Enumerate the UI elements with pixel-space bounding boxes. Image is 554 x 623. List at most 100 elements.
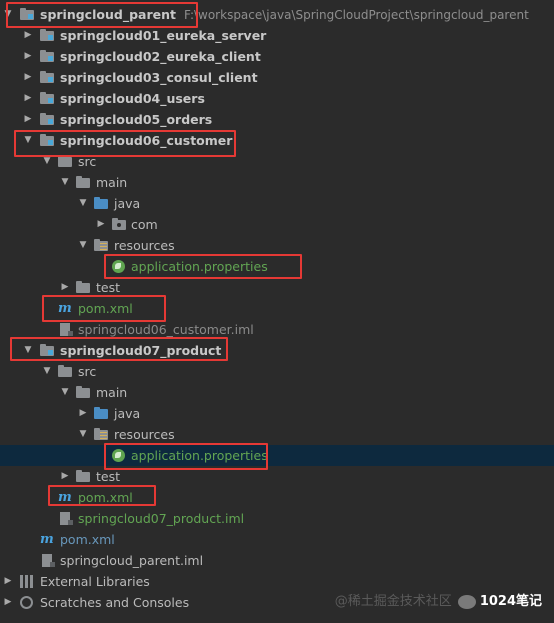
tree-node-java[interactable]: ▶ java: [0, 403, 554, 424]
tree-node-test[interactable]: ▶ test: [0, 466, 554, 487]
module-folder-icon: [20, 8, 35, 21]
chevron-right-icon[interactable]: ▶: [61, 282, 69, 292]
folder-icon: [58, 155, 73, 168]
resources-label: resources: [114, 427, 175, 442]
spring-leaf-icon: [112, 449, 125, 462]
chevron-down-icon[interactable]: ▼: [61, 177, 69, 187]
folder-icon: [76, 176, 91, 189]
module-folder-icon: [40, 71, 55, 84]
module-label: springcloud01_eureka_server: [60, 28, 267, 43]
spring-leaf-icon: [112, 260, 125, 273]
external-libraries-label: External Libraries: [40, 574, 150, 589]
chevron-down-icon[interactable]: ▼: [79, 429, 87, 439]
tree-node-iml[interactable]: springcloud07_product.iml: [0, 508, 554, 529]
chevron-down-icon[interactable]: ▼: [61, 387, 69, 397]
module-label: springcloud02_eureka_client: [60, 49, 261, 64]
tree-node-module[interactable]: ▶ springcloud05_orders: [0, 109, 554, 130]
tree-node-properties[interactable]: application.properties: [0, 256, 554, 277]
chevron-right-icon[interactable]: ▶: [24, 114, 32, 124]
module-label: springcloud04_users: [60, 91, 205, 106]
project-tree: ▼ springcloud_parent F:\workspace\java\Sp…: [0, 4, 554, 613]
module-folder-icon: [40, 29, 55, 42]
source-folder-icon: [94, 197, 109, 210]
tree-node-pom[interactable]: m pom.xml: [0, 298, 554, 319]
chevron-down-icon[interactable]: ▼: [24, 135, 32, 145]
tree-node-module[interactable]: ▶ springcloud03_consul_client: [0, 67, 554, 88]
iml-file-icon: [60, 512, 73, 525]
properties-label: application.properties: [131, 448, 268, 463]
tree-node-module[interactable]: ▶ springcloud02_eureka_client: [0, 46, 554, 67]
folder-icon: [76, 470, 91, 483]
tree-node-resources[interactable]: ▼ resources: [0, 424, 554, 445]
test-label: test: [96, 280, 121, 295]
resources-folder-icon: [94, 428, 109, 441]
maven-icon: m: [58, 490, 72, 505]
chevron-down-icon[interactable]: ▼: [24, 345, 32, 355]
tree-node-root-pom[interactable]: m pom.xml: [0, 529, 554, 550]
package-icon: [112, 218, 127, 231]
product-label: springcloud07_product: [60, 343, 222, 358]
library-icon: [20, 575, 33, 588]
scratches-icon: [20, 596, 33, 609]
chevron-right-icon[interactable]: ▶: [4, 597, 12, 607]
com-label: com: [131, 217, 158, 232]
chevron-right-icon[interactable]: ▶: [24, 51, 32, 61]
main-label: main: [96, 385, 128, 400]
chevron-right-icon[interactable]: ▶: [4, 576, 12, 586]
customer-label: springcloud06_customer: [60, 133, 233, 148]
scratches-label: Scratches and Consoles: [40, 595, 190, 610]
java-label: java: [114, 196, 141, 211]
tree-node-root[interactable]: ▼ springcloud_parent F:\workspace\java\Sp…: [0, 4, 554, 25]
iml-label: springcloud06_customer.iml: [78, 322, 254, 337]
chevron-right-icon[interactable]: ▶: [97, 219, 105, 229]
tree-node-properties-selected[interactable]: application.properties: [0, 445, 554, 466]
maven-icon: m: [40, 532, 54, 547]
tree-node-product[interactable]: ▼ springcloud07_product: [0, 340, 554, 361]
src-label: src: [78, 154, 97, 169]
chevron-right-icon[interactable]: ▶: [24, 93, 32, 103]
chevron-down-icon[interactable]: ▼: [43, 156, 51, 166]
module-label: springcloud03_consul_client: [60, 70, 258, 85]
chevron-right-icon[interactable]: ▶: [24, 72, 32, 82]
tree-node-src[interactable]: ▼ src: [0, 361, 554, 382]
tree-node-test[interactable]: ▶ test: [0, 277, 554, 298]
properties-label: application.properties: [131, 259, 268, 274]
tree-node-iml[interactable]: springcloud06_customer.iml: [0, 319, 554, 340]
tree-node-module[interactable]: ▶ springcloud04_users: [0, 88, 554, 109]
tree-node-main[interactable]: ▼ main: [0, 382, 554, 403]
wechat-icon: [457, 594, 476, 609]
tree-node-com[interactable]: ▶ com: [0, 214, 554, 235]
tree-node-java[interactable]: ▼ java: [0, 193, 554, 214]
module-folder-icon: [40, 50, 55, 63]
tree-node-pom[interactable]: m pom.xml: [0, 487, 554, 508]
root-pom-label: pom.xml: [60, 532, 115, 547]
tree-node-resources[interactable]: ▼ resources: [0, 235, 554, 256]
main-label: main: [96, 175, 128, 190]
tree-node-root-iml[interactable]: springcloud_parent.iml: [0, 550, 554, 571]
module-label: springcloud05_orders: [60, 112, 213, 127]
test-label: test: [96, 469, 121, 484]
root-label: springcloud_parent: [40, 7, 176, 22]
tree-node-scratches[interactable]: ▶ Scratches and Consoles: [0, 592, 554, 613]
maven-icon: m: [58, 301, 72, 316]
chevron-down-icon[interactable]: ▼: [79, 198, 87, 208]
chevron-right-icon[interactable]: ▶: [79, 408, 87, 418]
chevron-down-icon[interactable]: ▼: [4, 9, 12, 19]
root-path: F:\workspace\java\SpringCloudProject\spr…: [183, 8, 529, 22]
java-label: java: [114, 406, 141, 421]
chevron-down-icon[interactable]: ▼: [43, 366, 51, 376]
module-folder-icon: [40, 344, 55, 357]
chevron-down-icon[interactable]: ▼: [79, 240, 87, 250]
tree-node-main[interactable]: ▼ main: [0, 172, 554, 193]
chevron-right-icon[interactable]: ▶: [24, 30, 32, 40]
tree-node-module[interactable]: ▶ springcloud01_eureka_server: [0, 25, 554, 46]
module-folder-icon: [40, 134, 55, 147]
tree-node-customer[interactable]: ▼ springcloud06_customer: [0, 130, 554, 151]
tree-node-src[interactable]: ▼ src: [0, 151, 554, 172]
module-folder-icon: [40, 113, 55, 126]
tree-node-external-libraries[interactable]: ▶ External Libraries: [0, 571, 554, 592]
source-folder-icon: [94, 407, 109, 420]
chevron-right-icon[interactable]: ▶: [61, 471, 69, 481]
folder-icon: [58, 365, 73, 378]
